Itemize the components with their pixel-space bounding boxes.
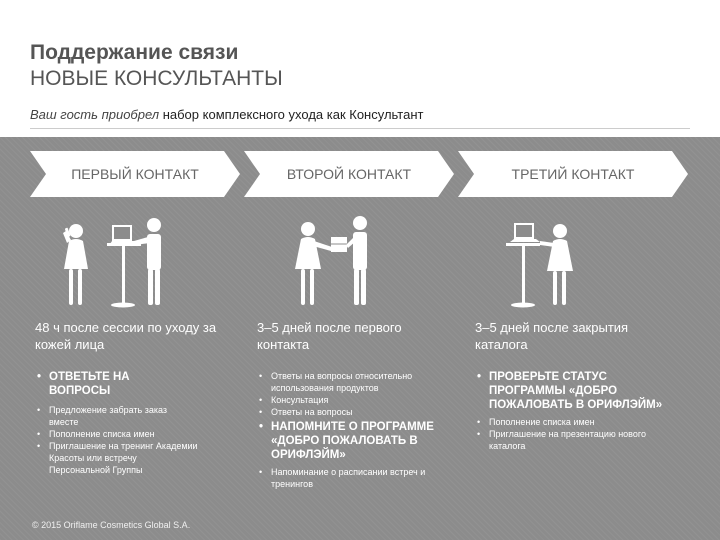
chevron-stage-1 (30, 151, 240, 197)
stage-3-details: 3–5 дней после закрытия каталога ПРОВЕРЬ… (475, 319, 679, 452)
page-title: Поддержание связи (30, 41, 239, 64)
list-item: НАПОМНИТЕ О ПРОГРАММЕ «ДОБРО ПОЖАЛОВАТЬ … (257, 420, 461, 462)
chevron-stage-3 (458, 151, 688, 197)
page-subtitle: НОВЫЕ КОНСУЛЬТАНТЫ (30, 67, 283, 90)
stage-3-label: ТРЕТИЙ КОНТАКТ (511, 166, 635, 182)
stage-2-sub-list-2: Напоминание о расписании встреч и тренин… (257, 466, 461, 490)
woman-on-phone-at-laptop-icon (63, 218, 161, 308)
list-item: Приглашение на тренинг Академии Красоты … (35, 440, 199, 476)
stage-1-timing: 48 ч после сессии по уходу за кожей лица (35, 320, 217, 352)
list-item: ПРОВЕРЬТЕ СТАТУС ПРОГРАММЫ «ДОБРО ПОЖАЛО… (475, 370, 679, 412)
copyright-text: © 2015 Oriflame Cosmetics Global S.A. (32, 520, 191, 530)
lead-text-italic: Ваш гость приобрел (30, 107, 160, 122)
woman-with-laptop-icon (506, 223, 573, 308)
contact-stages-panel: ПЕРВЫЙ КОНТАКТ ВТОРОЙ КОНТАКТ ТРЕТИЙ КОН… (0, 137, 720, 540)
stage-1-details: 48 ч после сессии по уходу за кожей лица… (35, 319, 245, 476)
stage-2-label: ВТОРОЙ КОНТАКТ (286, 166, 412, 182)
list-item: Предложение забрать заказ вместе (35, 404, 189, 428)
stage-3-sub-list: Пополнение списка имен Приглашение на пр… (475, 416, 679, 452)
people-exchanging-package-icon (295, 216, 367, 305)
list-item: Ответы на вопросы (257, 406, 451, 418)
list-item: Напоминание о расписании встреч и тренин… (257, 466, 461, 490)
stage-2-sub-list-1: Ответы на вопросы относительно использов… (257, 370, 461, 418)
list-item: Приглашение на презентацию нового катало… (475, 428, 679, 452)
header-divider (30, 128, 690, 129)
lead-text-rest: набор комплексного ухода как Консультант (159, 107, 424, 122)
list-item: ОТВЕТЬТЕ НА ВОПРОСЫ (35, 370, 159, 398)
stage-1-main-list: ОТВЕТЬТЕ НА ВОПРОСЫ (35, 370, 245, 398)
stage-2-details: 3–5 дней после первого контакта Ответы н… (257, 319, 461, 490)
stage-chevrons (30, 151, 688, 197)
list-item: Пополнение списка имен (35, 428, 199, 440)
list-item: Консультация (257, 394, 451, 406)
stage-2-main-list: НАПОМНИТЕ О ПРОГРАММЕ «ДОБРО ПОЖАЛОВАТЬ … (257, 420, 461, 462)
lead-text: Ваш гость приобрел набор комплексного ух… (30, 107, 423, 122)
chevron-stage-2 (244, 151, 454, 197)
stage-3-timing: 3–5 дней после закрытия каталога (475, 320, 629, 352)
list-item: Пополнение списка имен (475, 416, 679, 428)
stage-1-sub-list: Предложение забрать заказ вместе Пополне… (35, 404, 245, 476)
stage-1-label: ПЕРВЫЙ КОНТАКТ (71, 166, 199, 182)
list-item: Ответы на вопросы относительно использов… (257, 370, 451, 394)
stage-2-timing: 3–5 дней после первого контакта (257, 320, 402, 352)
stage-3-main-list: ПРОВЕРЬТЕ СТАТУС ПРОГРАММЫ «ДОБРО ПОЖАЛО… (475, 370, 679, 412)
